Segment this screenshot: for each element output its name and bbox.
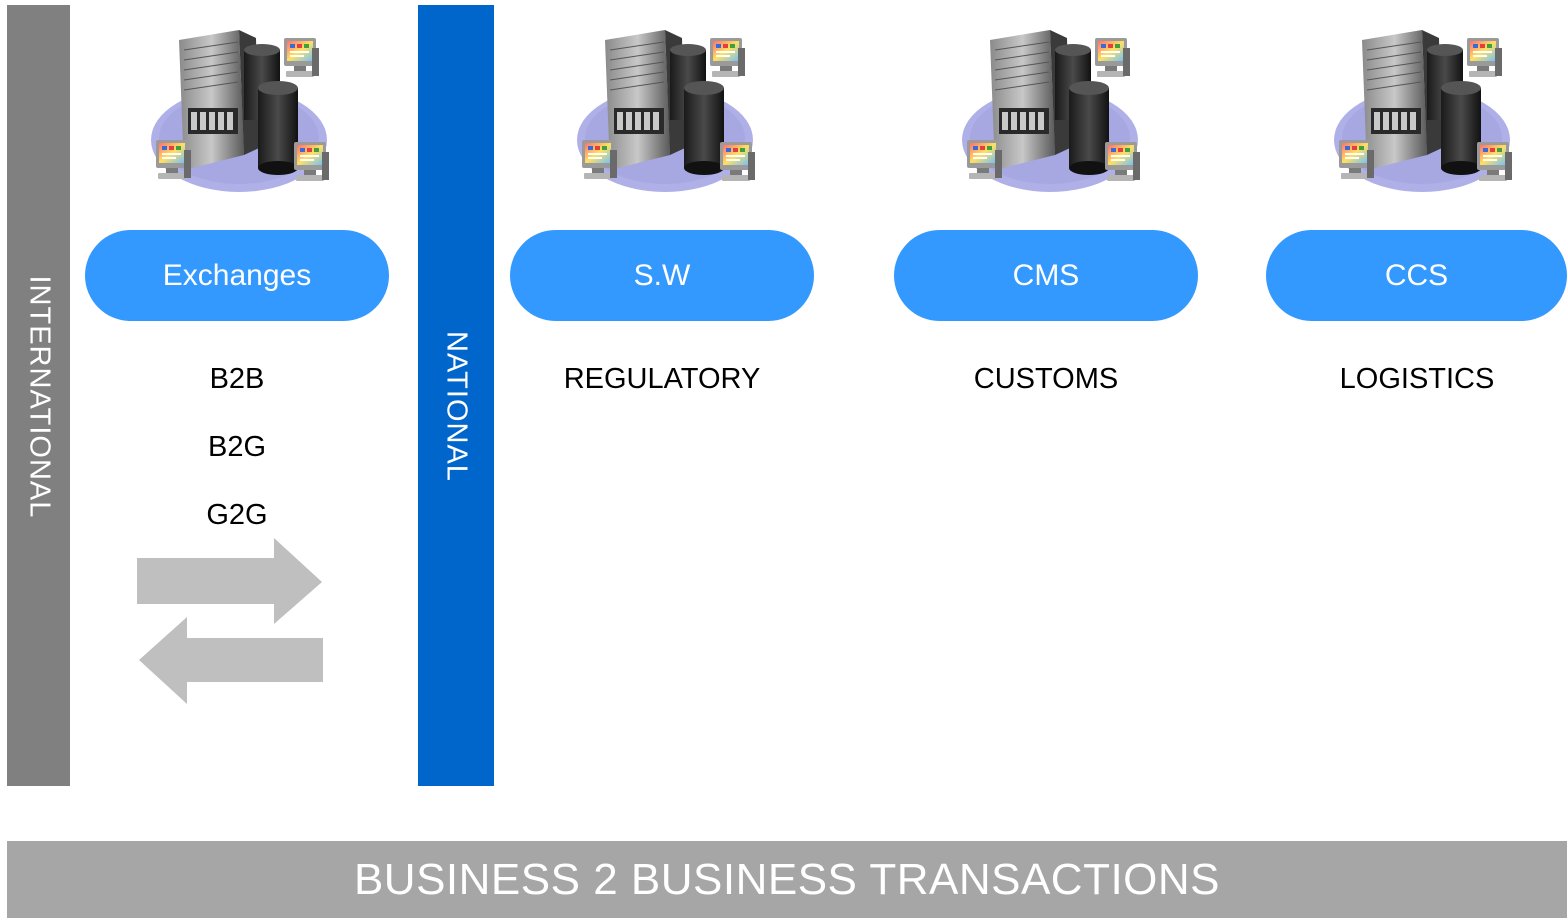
server-cluster-icon (570, 30, 760, 210)
national-label: NATIONAL (440, 331, 473, 482)
system-pill-exchanges: Exchanges (85, 230, 389, 321)
international-bar: INTERNATIONAL (7, 5, 70, 786)
left-arrow (139, 617, 323, 704)
caption-regulatory: REGULATORY (563, 363, 761, 395)
server-cluster-icon (1327, 30, 1517, 210)
footer-banner: BUSINESS 2 BUSINESS TRANSACTIONS (7, 841, 1567, 918)
caption-logistics: LOGISTICS (1339, 363, 1495, 395)
bidirectional-arrows-icon (137, 538, 323, 704)
system-pill-cms: CMS (894, 230, 1198, 321)
right-arrow (137, 538, 322, 624)
system-pill-label: CMS (1012, 258, 1080, 292)
caption-g2g: G2G (206, 499, 268, 531)
international-label: INTERNATIONAL (23, 275, 55, 519)
system-pill-sw: S.W (510, 230, 814, 321)
system-pill-ccs: CCS (1266, 230, 1567, 321)
national-bar: NATIONAL (418, 5, 494, 786)
caption-customs: CUSTOMS (973, 363, 1119, 395)
server-cluster-icon (144, 30, 334, 210)
system-pill-label: Exchanges (162, 258, 312, 292)
system-pill-label: S.W (633, 258, 691, 292)
system-pill-label: CCS (1384, 258, 1449, 292)
caption-b2g: B2G (207, 431, 267, 463)
server-cluster-icon (955, 30, 1145, 210)
footer-label: BUSINESS 2 BUSINESS TRANSACTIONS (353, 854, 1221, 904)
caption-b2b: B2B (209, 363, 265, 395)
